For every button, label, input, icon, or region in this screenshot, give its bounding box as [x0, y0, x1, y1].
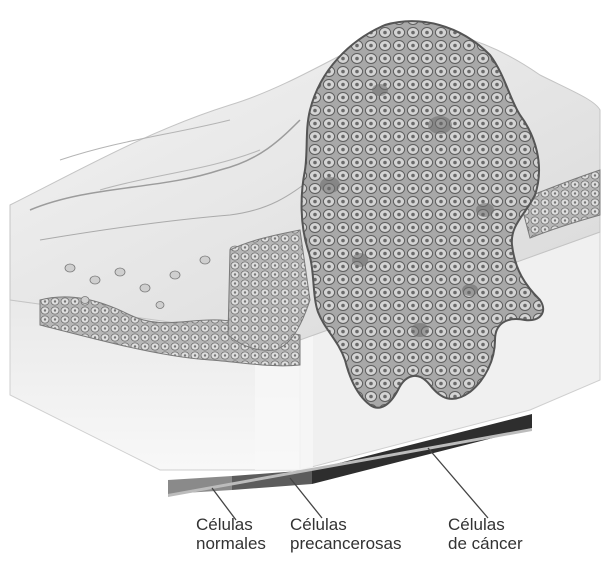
label-cancer-line1: Células	[448, 515, 523, 534]
label-precancerous-cells: Células precancerosas	[290, 515, 402, 553]
label-normal-cells: Células normales	[196, 515, 266, 553]
label-precancerous-line2: precancerosas	[290, 534, 402, 553]
leader-cancer	[428, 448, 488, 518]
label-normal-line1: Células	[196, 515, 266, 534]
tissue-block	[10, 21, 600, 470]
label-precancerous-line1: Células	[290, 515, 402, 534]
label-cancer-line2: de cáncer	[448, 534, 523, 553]
label-normal-line2: normales	[196, 534, 266, 553]
label-cancer-cells: Células de cáncer	[448, 515, 523, 553]
